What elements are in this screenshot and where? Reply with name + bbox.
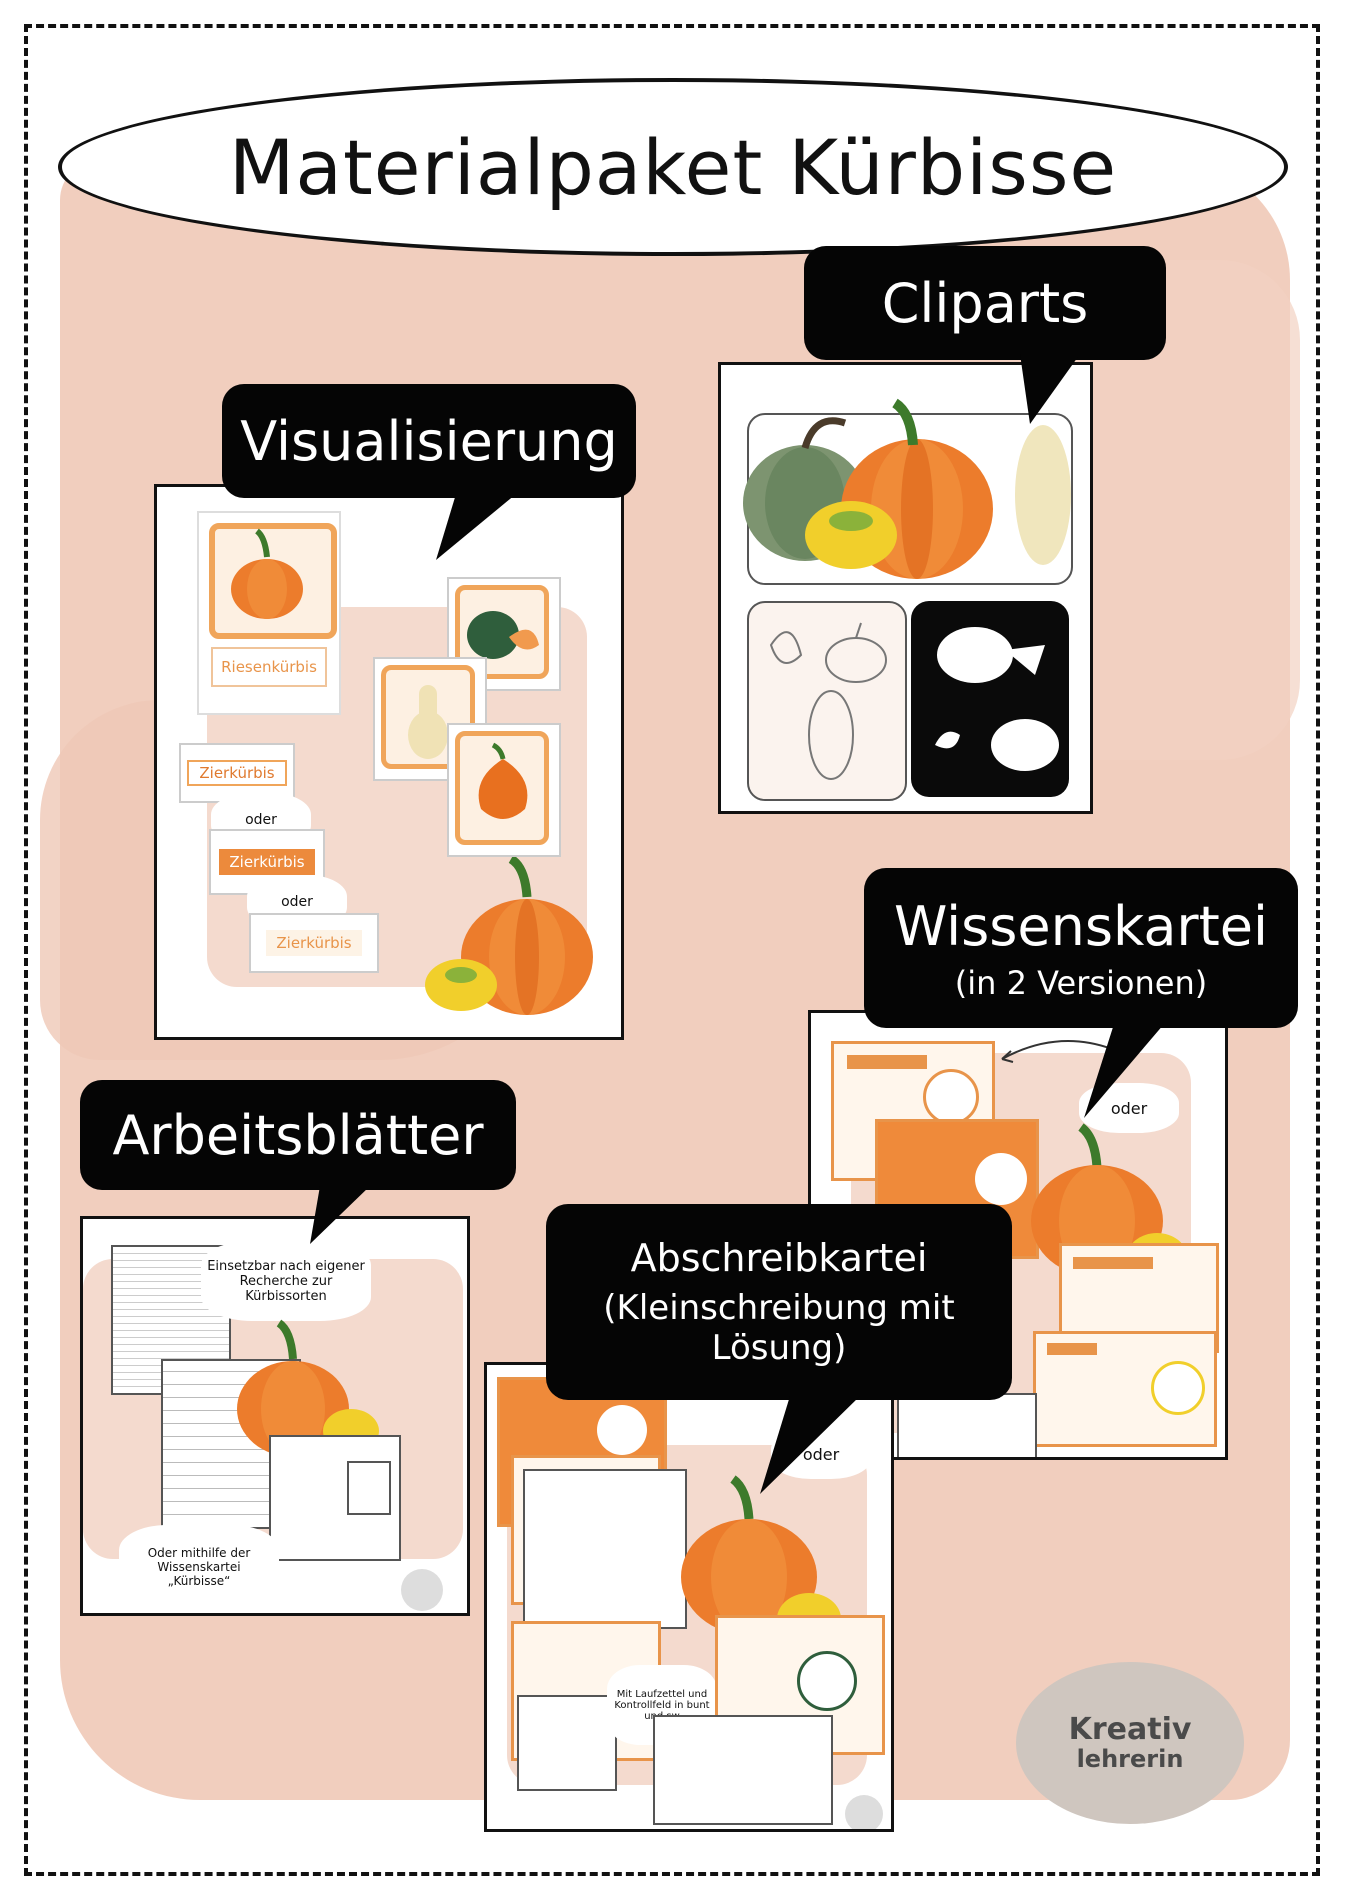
- visualisierung-bubble-tail: [436, 494, 516, 560]
- logo-line-2: lehrerin: [1076, 1745, 1184, 1774]
- arbeitsblaetter-burst-2: Oder mithilfe der Wissenskartei „Kürbiss…: [119, 1525, 279, 1609]
- butternut-icon: [408, 685, 448, 759]
- title-banner: Materialpaket Kürbisse: [58, 78, 1288, 256]
- cliparts-bubble-tail: [1020, 354, 1080, 424]
- abschreib-card-6: [653, 1715, 833, 1825]
- kreativlehrerin-logo: Kreativ lehrerin: [1016, 1662, 1244, 1824]
- abschreibkartei-bubble-tail: [760, 1396, 860, 1494]
- arbeitsblaetter-burst-1: Einsetzbar nach eigener Recherche zur Kü…: [201, 1241, 371, 1321]
- steckbrief-photo-box: [347, 1461, 391, 1515]
- visualisierung-pumpkins: [425, 857, 593, 1015]
- wissens-card-1-header: [847, 1055, 927, 1069]
- wissens-card-4-image: [1151, 1361, 1205, 1415]
- wissens-card-4-header: [1047, 1343, 1097, 1355]
- pumpkin-icon: [231, 528, 303, 619]
- wissenskartei-bubble-tail: [1084, 1024, 1164, 1118]
- logo-line-1: Kreativ: [1068, 1712, 1192, 1748]
- cliparts-outline-panel: [747, 601, 907, 801]
- abschreib-worksheet: [517, 1695, 617, 1791]
- hokkaido-icon: [478, 742, 528, 819]
- page-title: Materialpaket Kürbisse: [228, 122, 1118, 212]
- abschreib-card-1-image: [597, 1405, 647, 1455]
- worksheet-steckbrief: [269, 1435, 401, 1561]
- arbeitsblaetter-bubble-tail: [310, 1186, 370, 1244]
- abschreibkartei-logo-badge: [845, 1795, 883, 1829]
- arbeitsblaetter-card: Einsetzbar nach eigener Recherche zur Kü…: [80, 1216, 470, 1616]
- cliparts-card: [718, 362, 1093, 814]
- visualisierung-card: Riesenkürbis Zierkürbis oder Zierkürbis …: [154, 484, 624, 1040]
- riesenkuerbis-label-box: Riesenkürbis: [211, 647, 327, 687]
- visualisierung-bubble: Visualisierung: [222, 384, 636, 498]
- abschreib-card-5-image: [797, 1651, 857, 1711]
- abschreibkartei-card: oder Mit Laufzettel und Kontrollfeld in …: [484, 1362, 894, 1832]
- wissenskartei-bubble: Wissenskartei (in 2 Versionen): [864, 868, 1298, 1028]
- abschreibkartei-pumpkins: [681, 1475, 841, 1645]
- riesenkuerbis-label: Riesenkürbis: [221, 658, 317, 676]
- wissens-card-2-image: [975, 1153, 1027, 1205]
- cliparts-pumpkins-group: [743, 398, 1071, 579]
- abschreib-card-3: [523, 1469, 687, 1629]
- wissens-card-1-image: [923, 1069, 979, 1125]
- green-pumpkin-icon: [467, 611, 539, 659]
- cliparts-outline-drawings: [769, 622, 887, 780]
- wissenskartei-arrow: [1001, 1040, 1113, 1063]
- arbeitsblaetter-logo-badge: [401, 1569, 443, 1611]
- arbeitsblaetter-bubble: Arbeitsblätter: [80, 1080, 516, 1190]
- cliparts-white-drawings: [935, 627, 1059, 771]
- cliparts-bubble: Cliparts: [804, 246, 1166, 360]
- wissens-worksheet: [897, 1393, 1037, 1457]
- wissens-card-3-header: [1073, 1257, 1153, 1269]
- dashed-border: [24, 24, 1320, 1876]
- zierkuerbis-tag-3: Zierkürbis: [249, 913, 379, 973]
- abschreibkartei-bubble: Abschreibkartei (Kleinschreibung mit Lös…: [546, 1204, 1012, 1400]
